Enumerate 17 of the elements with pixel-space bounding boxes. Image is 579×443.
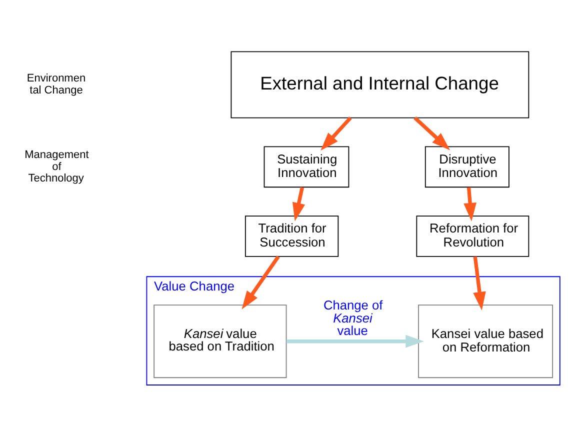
label: Environmen tal Change [26, 72, 86, 96]
node-box: Sustaining Innovation [264, 146, 350, 188]
arrow [292, 186, 306, 221]
node-box: Kansei value based on Tradition [154, 304, 287, 378]
arrow [464, 186, 476, 221]
node-box: Tradition for Succession [244, 215, 339, 256]
edge-label: Change of Kansei value [323, 296, 383, 338]
node-box: Kansei value based on Reformation [418, 304, 554, 378]
label: Management of Technology [24, 148, 89, 184]
node-box: External and Internal Change [230, 50, 530, 118]
node-box: Disruptive Innovation [424, 146, 510, 188]
arrow [473, 256, 486, 310]
arrow [414, 116, 450, 150]
arrow [242, 255, 280, 309]
arrow [320, 116, 352, 150]
arrow [286, 334, 424, 348]
node-box: Reformation for Revolution [416, 215, 530, 256]
